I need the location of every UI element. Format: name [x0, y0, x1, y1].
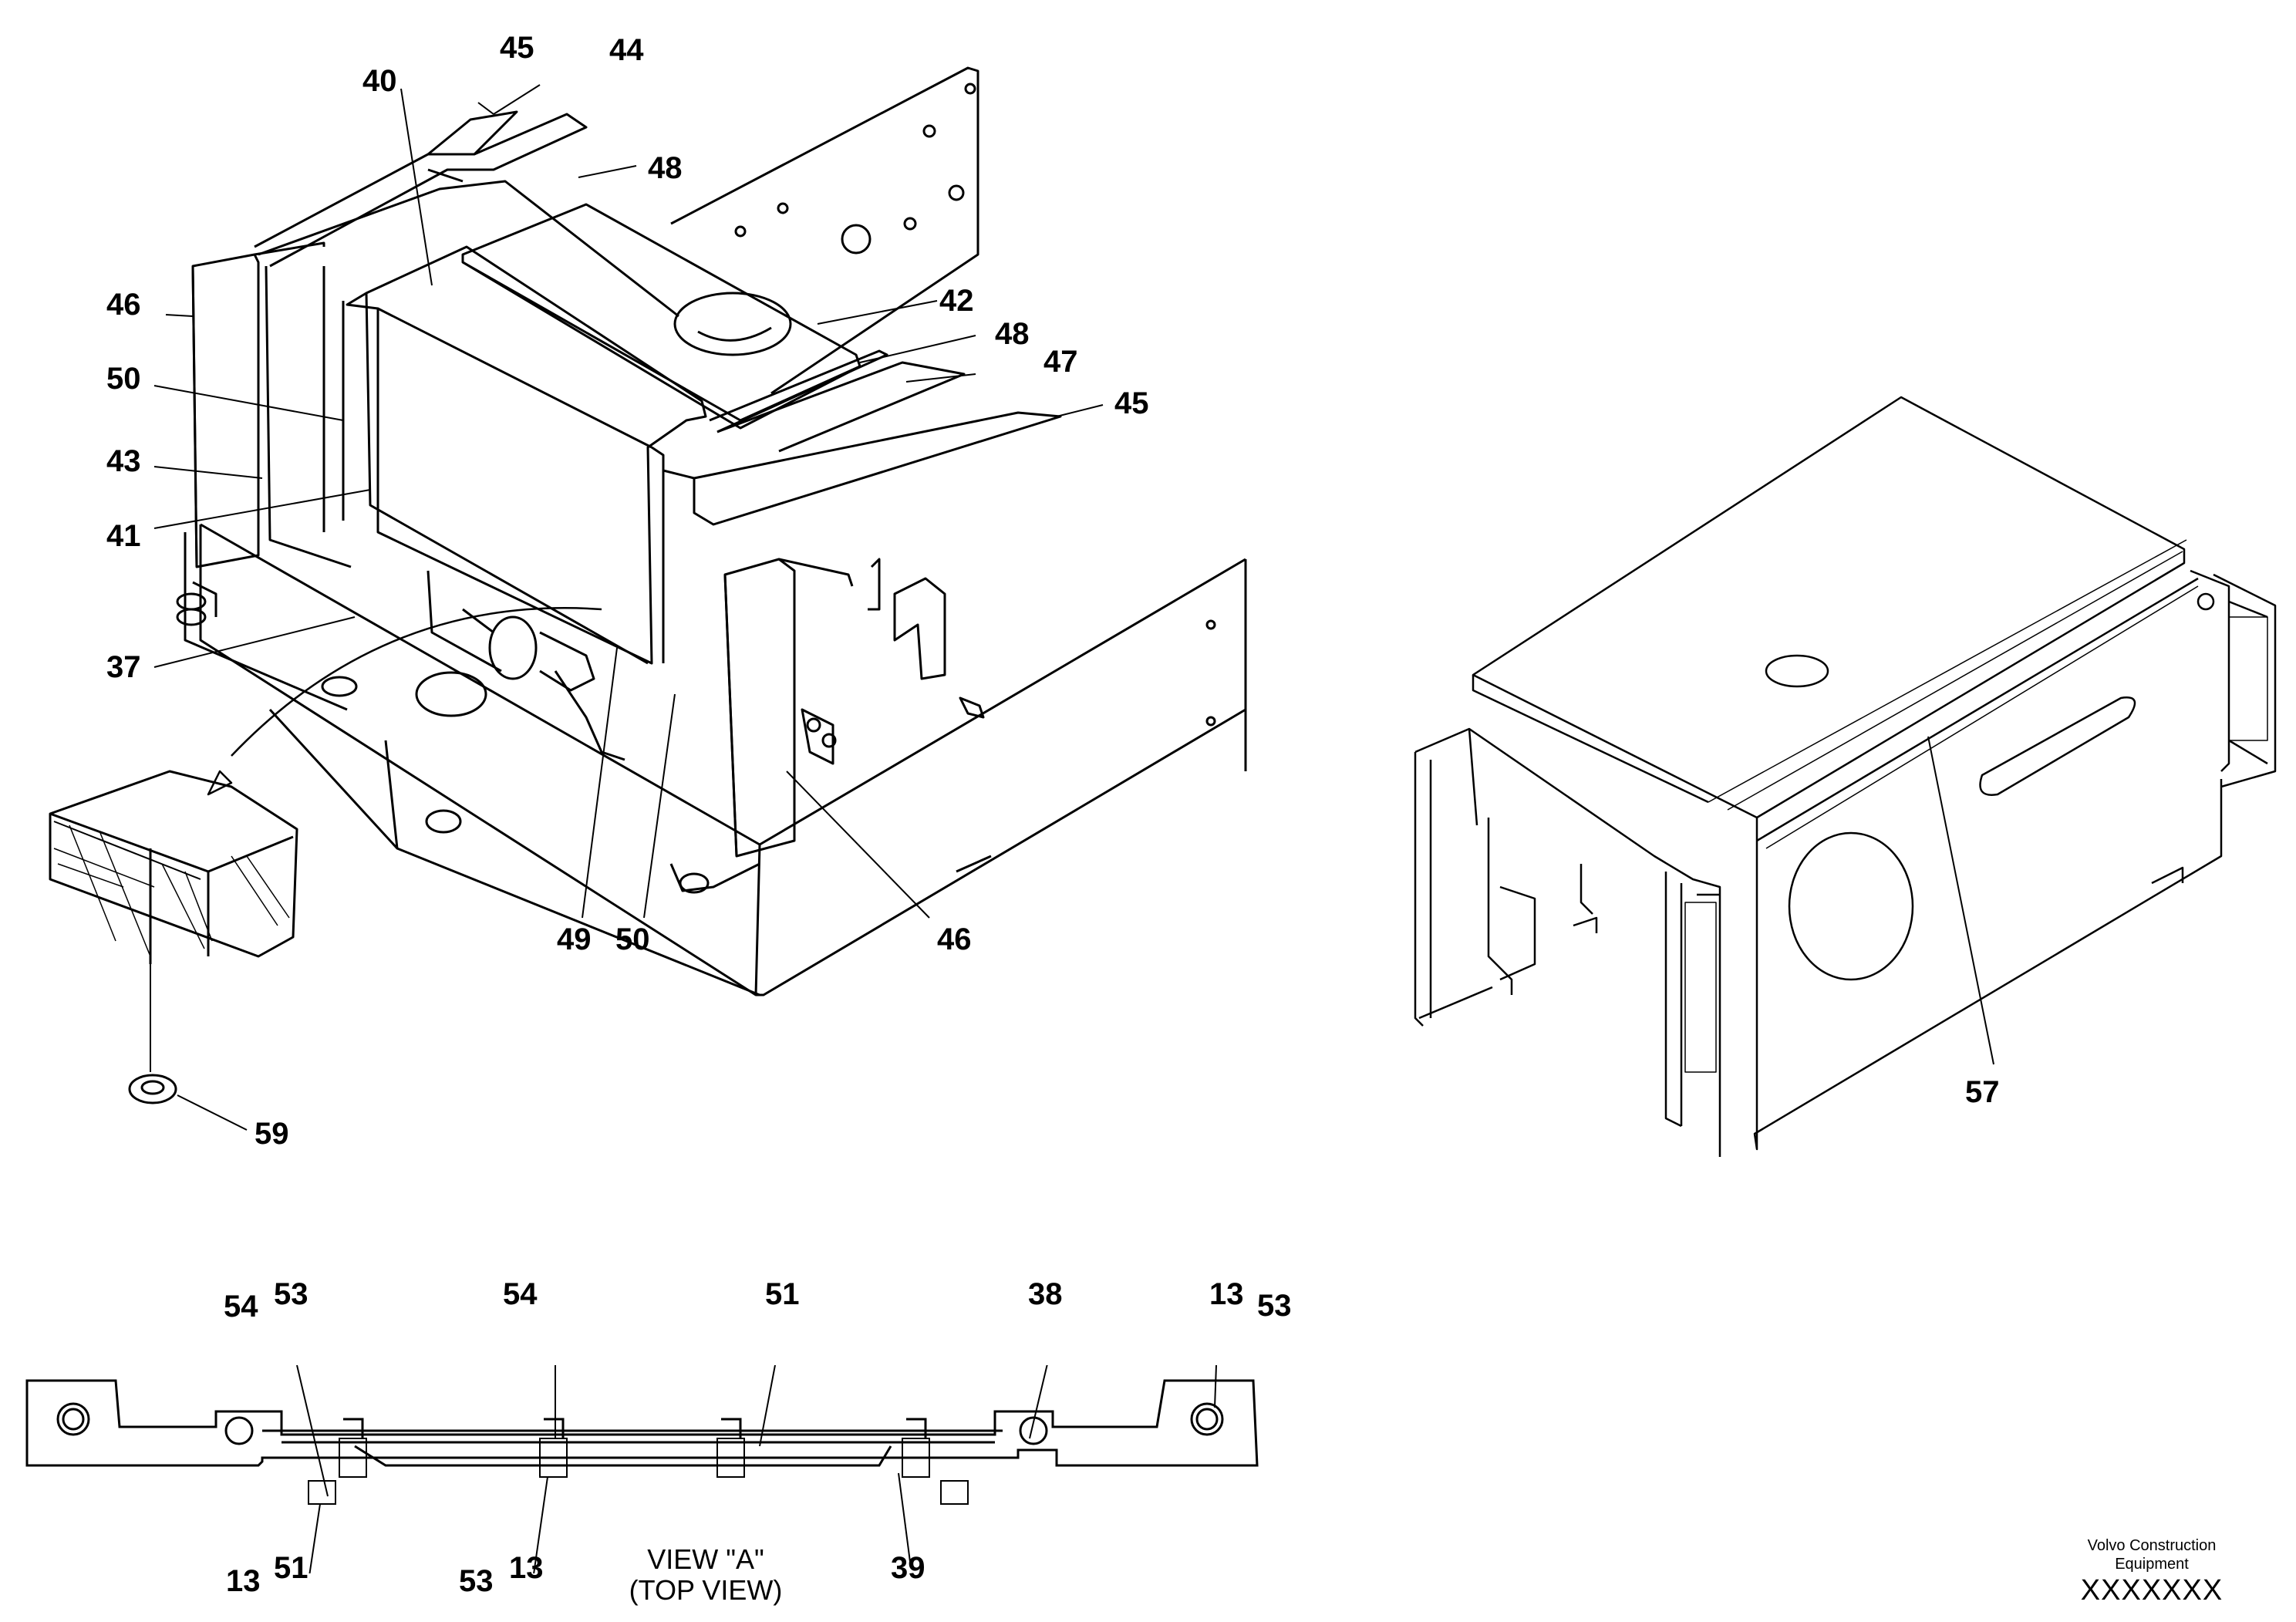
view-a-callout-13-top: 13 — [1209, 1277, 1244, 1311]
view-a-callout-39: 39 — [891, 1551, 925, 1585]
callout-45-right: 45 — [1114, 386, 1149, 420]
view-a-title: VIEW "A" (TOP VIEW) — [605, 1544, 806, 1606]
callout-41: 41 — [106, 519, 141, 553]
view-a-callout-53-right: 53 — [1257, 1289, 1292, 1323]
view-a-callout-13-bottom-left: 13 — [226, 1564, 261, 1598]
callout-50-left: 50 — [106, 362, 141, 396]
view-a-top-view-drawing — [25, 1365, 1259, 1573]
callout-46-right: 46 — [937, 922, 972, 956]
view-a-callout-51-top: 51 — [765, 1277, 800, 1311]
manufacturer-stamp: Volvo Construction Equipment XXXXXXX — [2067, 1536, 2237, 1607]
view-a-callout-38: 38 — [1028, 1277, 1063, 1311]
view-a-callout-53-bottom: 53 — [459, 1564, 494, 1598]
stamp-line2: Equipment — [2115, 1556, 2189, 1573]
view-a-callout-54-left: 54 — [224, 1290, 258, 1324]
callout-46-left: 46 — [106, 288, 141, 322]
callout-48-right: 48 — [995, 317, 1030, 351]
view-a-title-line2: (TOP VIEW) — [629, 1574, 783, 1606]
stamp-line1: Volvo Construction — [2087, 1537, 2217, 1554]
callout-47: 47 — [1043, 345, 1078, 379]
callout-45-top: 45 — [500, 31, 534, 65]
callout-43: 43 — [106, 444, 141, 478]
counterweight-assembly-drawing — [49, 66, 1247, 1131]
view-a-callout-51-bottom: 51 — [274, 1551, 308, 1585]
view-a-title-line1: VIEW "A" — [647, 1543, 764, 1575]
callout-44: 44 — [609, 33, 644, 67]
callout-48-top: 48 — [648, 151, 683, 185]
callout-59: 59 — [255, 1117, 289, 1151]
view-a-callout-54-center: 54 — [503, 1277, 538, 1311]
callout-42: 42 — [939, 284, 974, 318]
callout-37: 37 — [106, 650, 141, 684]
view-a-callout-13-bottom-center: 13 — [509, 1551, 544, 1585]
drawing-code: XXXXXXX — [2080, 1574, 2224, 1607]
view-a-callout-53-left: 53 — [274, 1277, 308, 1311]
callout-49: 49 — [557, 922, 592, 956]
callout-57: 57 — [1965, 1075, 2000, 1109]
callout-50-bottom: 50 — [615, 922, 650, 956]
callout-40: 40 — [362, 64, 397, 98]
